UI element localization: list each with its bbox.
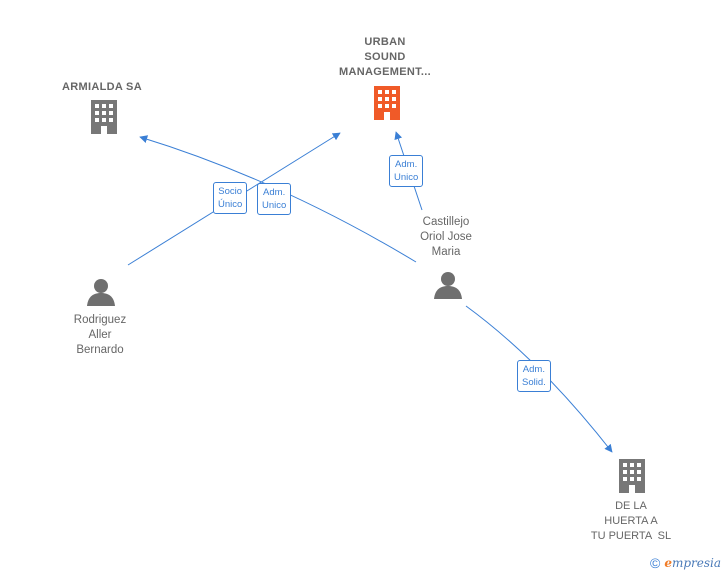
badge-line: Unico bbox=[262, 200, 287, 211]
label-line: SOUND bbox=[364, 51, 406, 63]
copyright-icon: © bbox=[650, 555, 661, 571]
label-line: URBAN bbox=[364, 36, 406, 48]
badge-line: Solid. bbox=[522, 377, 546, 388]
label-line: DE LA bbox=[615, 500, 647, 512]
label-line: Maria bbox=[431, 246, 461, 258]
brand-name: empresia bbox=[664, 556, 721, 570]
badge-line: Socio bbox=[218, 186, 243, 197]
label-line: HUERTA A bbox=[604, 515, 658, 527]
label-line: MANAGEMENT... bbox=[339, 66, 431, 78]
brand-name-rest: mpresia bbox=[671, 556, 722, 570]
relation-badge-adm-solid[interactable]: Adm. Solid. bbox=[517, 360, 551, 392]
relation-badge-adm-unico[interactable]: Adm. Unico bbox=[257, 183, 292, 215]
node-label-delahuerta[interactable]: DE LA HUERTA A TU PUERTA SL bbox=[578, 499, 684, 544]
label-line: Oriol Jose bbox=[420, 231, 472, 243]
building-icon[interactable] bbox=[89, 100, 119, 134]
badge-line: Único bbox=[218, 199, 243, 210]
label-line: Bernardo bbox=[76, 344, 124, 356]
person-icon[interactable] bbox=[86, 277, 116, 307]
node-label-armialda[interactable]: ARMIALDA SA bbox=[62, 81, 142, 93]
node-label-urban[interactable]: URBAN SOUND MANAGEMENT... bbox=[320, 35, 450, 80]
badge-line: Adm. bbox=[395, 159, 418, 170]
badge-line: Adm. bbox=[263, 187, 286, 198]
node-label-castillejo[interactable]: Castillejo Oriol Jose Maria bbox=[396, 215, 496, 260]
badge-line: Unico bbox=[394, 172, 419, 183]
building-icon[interactable] bbox=[617, 459, 647, 493]
building-icon-focus[interactable] bbox=[372, 86, 402, 120]
brand-initial: e bbox=[664, 556, 672, 570]
brand-watermark[interactable]: © empresia bbox=[650, 555, 721, 571]
relation-badge-adm-unico[interactable]: Adm. Unico bbox=[389, 155, 424, 187]
label-line: Castillejo bbox=[422, 216, 470, 228]
label-line: Rodriguez bbox=[73, 314, 127, 326]
label-line: TU PUERTA SL bbox=[590, 530, 672, 542]
relation-badge-socio-unico[interactable]: Socio Único bbox=[213, 182, 248, 214]
badge-line: Adm. bbox=[522, 364, 545, 375]
person-icon[interactable] bbox=[433, 270, 463, 300]
node-label-rodriguez[interactable]: Rodriguez Aller Bernardo bbox=[50, 313, 150, 358]
label-line: Aller bbox=[88, 329, 112, 341]
